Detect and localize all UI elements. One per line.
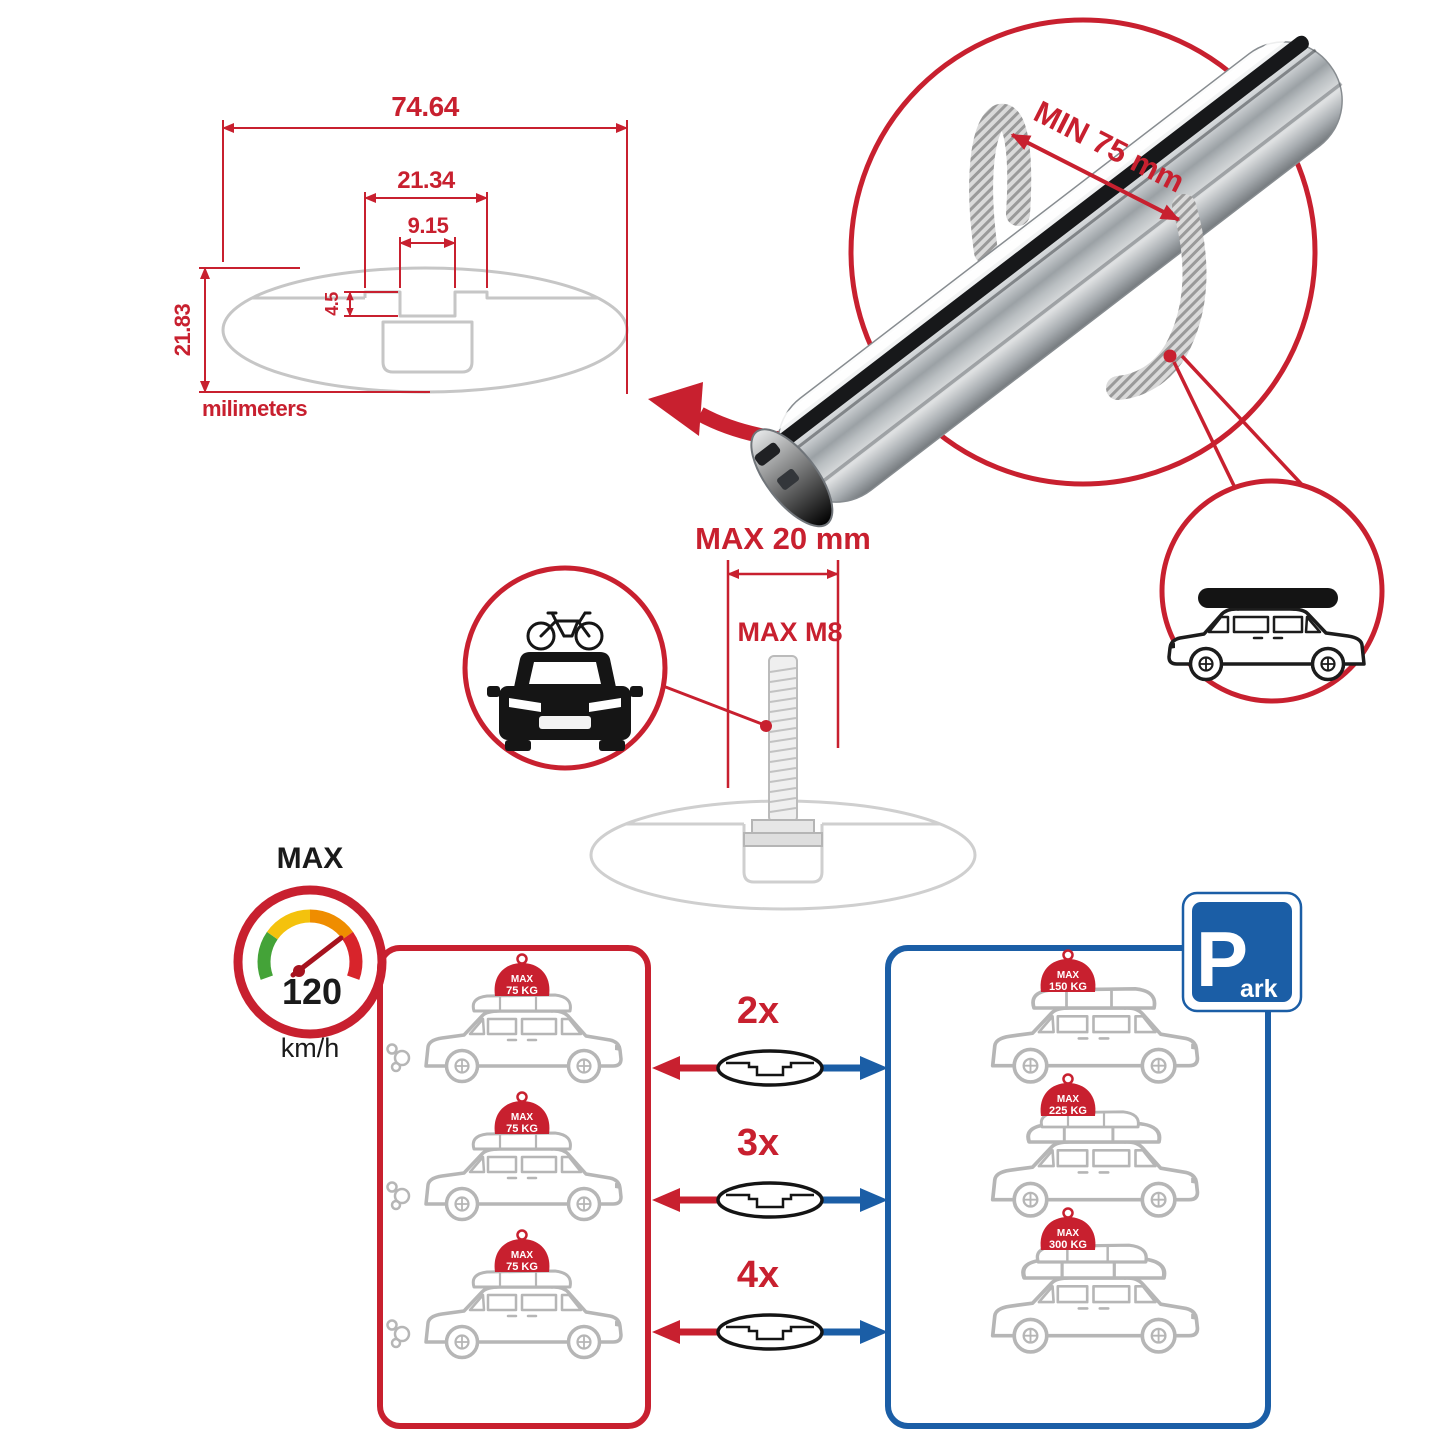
load-tag-line1: MAX — [511, 1112, 534, 1123]
left-arrowhead — [652, 1188, 680, 1212]
load-tag-line2: 75 KG — [506, 1261, 538, 1273]
park-letter: P — [1196, 915, 1248, 1003]
car-front-icon — [487, 652, 643, 751]
right-car-row-2: MAX 225 KG — [990, 1073, 1200, 1218]
left-car-row-1: MAX 75 KG — [386, 953, 623, 1084]
clamp-strap-front — [1106, 194, 1207, 400]
blue-capacity-box: MAX 150 KG MAX 225 KG MAX 300 KG — [885, 945, 1271, 1429]
bar-count-label: 4x — [737, 1254, 779, 1296]
exhaust-puffs — [386, 1319, 411, 1349]
crossbar-section-profile — [726, 1193, 814, 1209]
sign-panel — [1192, 902, 1292, 1002]
exhaust-puffs — [386, 1181, 411, 1211]
right-car-row-1: MAX 150 KG — [990, 949, 1200, 1084]
load-tag-line2: 300 KG — [1049, 1239, 1087, 1251]
dimension-lines — [199, 120, 628, 394]
left-car-row-3: MAX 75 KG — [386, 1229, 623, 1360]
right-arrowhead — [860, 1188, 888, 1212]
slot-width-dim-label: 9.15 — [408, 213, 449, 238]
crossbar-section-icon — [716, 1313, 824, 1351]
red-box-outline — [377, 945, 651, 1429]
right-arrowhead — [860, 1056, 888, 1080]
callout-dot — [1163, 349, 1177, 363]
crossbar-section-icon — [716, 1049, 824, 1087]
gauge-needle-pivot — [293, 965, 305, 977]
right-arrowhead — [860, 1320, 888, 1344]
callout-line — [662, 684, 763, 726]
parking-sign: P ark — [1181, 891, 1303, 1013]
callout-dot — [760, 720, 772, 732]
right-car-row-3: MAX 300 KG — [990, 1207, 1200, 1354]
units-label: milimeters — [202, 396, 307, 421]
slot-depth-dim-label: 4.5 — [322, 292, 342, 316]
load-tag-line2: 75 KG — [506, 985, 538, 997]
load-tag-line2: 75 KG — [506, 1123, 538, 1135]
max-thread-label: MAX M8 — [737, 617, 842, 647]
left-arrowhead — [652, 1056, 680, 1080]
detail-circle-outline — [848, 17, 1318, 487]
comparison-arrow-row-3: 4x — [652, 1254, 888, 1351]
speed-unit-label: km/h — [281, 1033, 340, 1063]
load-tag-line2: 225 KG — [1049, 1105, 1087, 1117]
load-tag-line2: 150 KG — [1049, 981, 1087, 993]
speed-limit-gauge: MAX 120 km/h — [233, 842, 387, 1063]
load-tag-line1: MAX — [1057, 1094, 1080, 1105]
arrowhead — [648, 382, 703, 436]
comparison-arrow-row-2: 3x — [652, 1122, 888, 1219]
crossbar-section-profile — [726, 1061, 814, 1077]
park-suffix: ark — [1240, 975, 1278, 1003]
t-bolt-illustration — [743, 655, 823, 847]
height-dim-label: 21.83 — [170, 303, 195, 356]
bike-icon — [526, 611, 604, 651]
gauge-arc-segments — [257, 909, 363, 980]
exhaust-puffs — [386, 1043, 411, 1073]
comparison-arrow-row-1: 2x — [652, 990, 888, 1087]
crossbar-detail-circle: MIN 75 mm — [750, 17, 1343, 528]
crossbar-section-profile — [726, 1325, 814, 1341]
bar-profile-lines — [252, 290, 598, 374]
load-tag-line1: MAX — [1057, 1228, 1080, 1239]
red-capacity-box: MAX 75 KG MAX 75 KG MAX 75 KG — [377, 945, 651, 1429]
channel-profile-lines — [626, 822, 940, 884]
load-tag-line1: MAX — [511, 974, 534, 985]
load-tag-line1: MAX — [1057, 970, 1080, 981]
bar-count-label: 3x — [737, 1122, 779, 1164]
cross-section-drawing: 74.64 21.34 9.15 4.5 21.83 milimeters — [170, 91, 629, 421]
left-arrowhead — [652, 1320, 680, 1344]
crossbar-section-icon — [716, 1181, 824, 1219]
max-bolt-width-label: MAX 20 mm — [695, 521, 871, 556]
bike-car-badge — [462, 565, 668, 771]
bolt-threads — [769, 667, 797, 813]
bolt-dimension-lines — [726, 560, 840, 788]
blue-box-outline — [885, 945, 1271, 1429]
roofbox-car-badge — [1159, 354, 1385, 704]
roofbox-icon — [1198, 588, 1338, 608]
boss-width-dim-label: 21.34 — [397, 167, 456, 194]
left-car-row-2: MAX 75 KG — [386, 1091, 623, 1222]
speed-value: 120 — [282, 971, 342, 1012]
total-width-dim-label: 74.64 — [391, 91, 459, 122]
bar-count-label: 2x — [737, 990, 779, 1032]
speed-max-label: MAX — [277, 842, 344, 875]
load-tag-line1: MAX — [511, 1250, 534, 1261]
bolt-spec-diagram: MAX 20 mm MAX M8 — [589, 521, 977, 911]
